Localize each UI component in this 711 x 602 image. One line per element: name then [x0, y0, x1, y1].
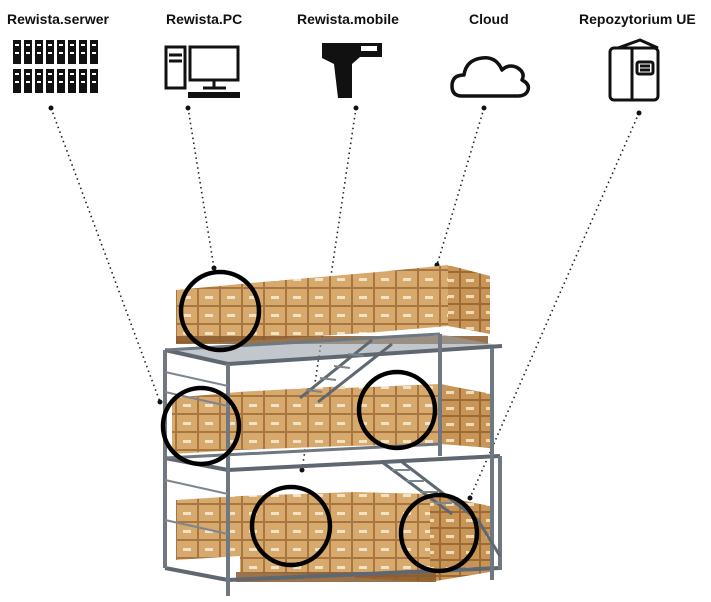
warehouse-rack	[163, 265, 503, 596]
highlight-circles	[160, 269, 480, 574]
label-rewista-pc: Rewista.PC	[166, 11, 243, 27]
barcode-scanner-icon	[322, 43, 382, 98]
server-rack-icon	[13, 40, 99, 94]
label-repozytorium-ue: Repozytorium UE	[579, 11, 696, 27]
cloud-icon	[450, 56, 531, 98]
connector-dots	[48, 105, 642, 501]
label-rewista-mobile: Rewista.mobile	[297, 11, 399, 27]
label-rewista-serwer: Rewista.serwer	[7, 11, 109, 27]
desktop-computer-icon	[164, 45, 240, 98]
label-cloud: Cloud	[469, 11, 509, 27]
eu-repository-binder-icon	[608, 38, 660, 102]
